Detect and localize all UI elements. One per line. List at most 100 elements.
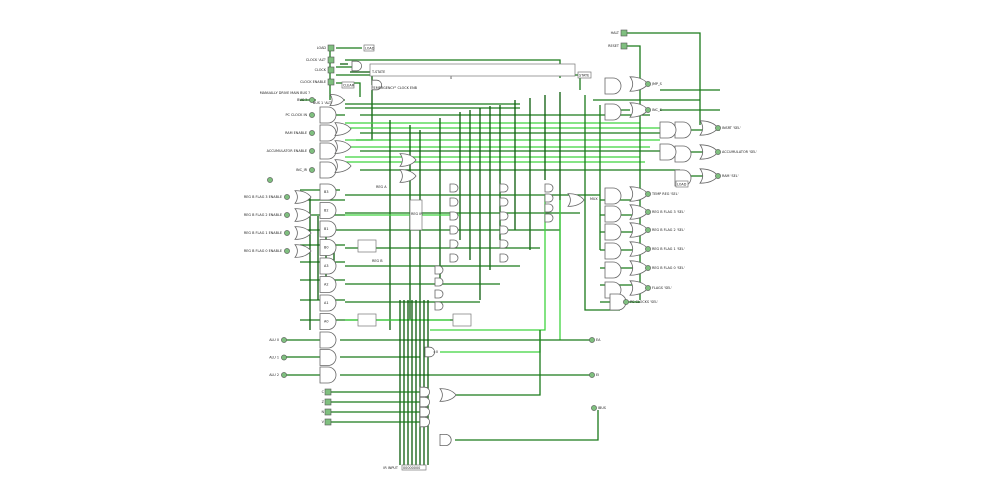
output-pin[interactable]: [645, 81, 651, 87]
input-pin-unlabeled[interactable]: [267, 177, 273, 183]
output-pin[interactable]: [715, 125, 721, 131]
counter-value: 0: [450, 76, 452, 80]
flag-label: N: [321, 410, 324, 414]
clear-tunnel: [341, 81, 355, 89]
and-gate: [659, 121, 677, 139]
output-label: FLAGS 'SEL': [652, 286, 672, 290]
flag-label: C: [322, 390, 325, 394]
and-gate: [604, 77, 622, 95]
input-pin-clock[interactable]: [327, 66, 335, 74]
and-gate: [604, 205, 622, 223]
flag-enable-pin[interactable]: [284, 248, 290, 254]
t-state-counter: [369, 63, 576, 77]
label-clock_enable: CLOCK ENABLE: [300, 80, 326, 84]
or-gate: [699, 144, 719, 160]
output-pin[interactable]: [715, 173, 721, 179]
alu-label: ALU 1: [269, 356, 279, 360]
and-gate: [434, 301, 444, 311]
or-gate: [334, 159, 352, 173]
and-gate: [434, 277, 444, 287]
alu-input-pin[interactable]: [281, 354, 287, 361]
ir-input-value: 00000000: [403, 466, 420, 470]
reg-b: [357, 239, 377, 253]
output-pin[interactable]: [645, 209, 651, 215]
input-pin-bus[interactable]: [309, 97, 315, 103]
label-pc_clock_in: PC CLOCK IN: [286, 113, 308, 117]
or-gate: [329, 93, 345, 107]
output-pin[interactable]: [645, 107, 651, 113]
output-label-ei: EI: [596, 373, 599, 377]
label-clock: CLOCK: [315, 68, 327, 72]
label-halt: HALT: [611, 31, 620, 35]
output-label: REG B FLAG 1 'SEL': [652, 247, 685, 251]
clear-tunnel-label: CLEAR: [343, 84, 355, 88]
and-gate: [439, 434, 452, 446]
output-label: TEMP REG 'SEL': [651, 192, 679, 196]
and-gate: [499, 211, 509, 221]
or-gate: [629, 260, 649, 276]
input-pin-halt[interactable]: [620, 29, 628, 37]
and-gate: [319, 183, 337, 201]
and-gate: [499, 253, 509, 263]
and-gate: [544, 183, 554, 193]
gates: [267, 29, 721, 471]
counter-label: T-STATE: [371, 70, 385, 74]
gate-label: A2: [324, 283, 328, 287]
input-pin-clock_alt[interactable]: [327, 56, 335, 64]
flag-input-pin[interactable]: [324, 388, 332, 396]
and-gate: [674, 121, 692, 139]
output-pin[interactable]: [645, 285, 651, 291]
and-gate: [419, 396, 430, 408]
and-gate: [499, 239, 509, 249]
gate-label: B0: [324, 246, 328, 250]
mux-box: [452, 313, 472, 327]
output-label: INSRT 'SEL': [722, 126, 741, 130]
flag-input-pin[interactable]: [324, 398, 332, 406]
and-gate: [319, 366, 337, 384]
flag-enable-pin[interactable]: [284, 212, 290, 218]
input-pin-pc_clock_in[interactable]: [309, 112, 315, 118]
output-label: JMP_S: [651, 82, 662, 86]
mux-label: MUX: [590, 197, 598, 201]
flag-input-pin[interactable]: [324, 408, 332, 416]
and-gate: [499, 225, 509, 235]
output-label: REG B FLAG 0 'SEL': [652, 266, 685, 270]
output-label: INC_S: [652, 108, 662, 112]
output-pin-ei[interactable]: [589, 372, 595, 378]
input-pin-reset[interactable]: [620, 42, 628, 50]
flag-enable-pin[interactable]: [284, 230, 290, 236]
alu-input-pin[interactable]: [281, 337, 287, 343]
load-tunnel-label: LOAD: [365, 47, 375, 51]
or-gate: [629, 241, 649, 257]
and-gate: [419, 386, 430, 398]
output-pin[interactable]: [645, 246, 651, 252]
output-pin-ibus[interactable]: [591, 405, 597, 411]
and-gate: [544, 193, 554, 203]
label-load: LOAD: [317, 46, 327, 50]
output-pin[interactable]: [715, 149, 721, 155]
output-pin[interactable]: [645, 227, 651, 233]
and-gate: [604, 242, 622, 260]
flag-enable-pin[interactable]: [284, 194, 290, 200]
output-pin[interactable]: [645, 191, 651, 197]
output-pin[interactable]: [623, 299, 629, 305]
and-gate: [319, 257, 337, 275]
and-gate: [449, 225, 459, 235]
and-gate: [434, 265, 444, 275]
input-pin-inc_ir[interactable]: [309, 167, 315, 173]
or-gate: [629, 204, 649, 220]
reg-ir: [409, 199, 423, 231]
output-pin[interactable]: [645, 265, 651, 271]
input-pin-clock_enable[interactable]: [327, 78, 335, 86]
input-pin-acc_enable[interactable]: [309, 148, 315, 154]
alu-input-pin[interactable]: [281, 372, 287, 378]
input-pin-ram_enable[interactable]: [309, 130, 315, 136]
flag-input-pin[interactable]: [324, 418, 332, 426]
output-pin-ea[interactable]: [589, 337, 595, 343]
alu-label: ALU 2: [269, 373, 279, 377]
input-pin-load[interactable]: [327, 44, 335, 52]
or-gate: [294, 244, 312, 258]
label-reset: RESET: [608, 44, 620, 48]
and-gate: [604, 261, 622, 279]
or-gate: [629, 76, 649, 92]
